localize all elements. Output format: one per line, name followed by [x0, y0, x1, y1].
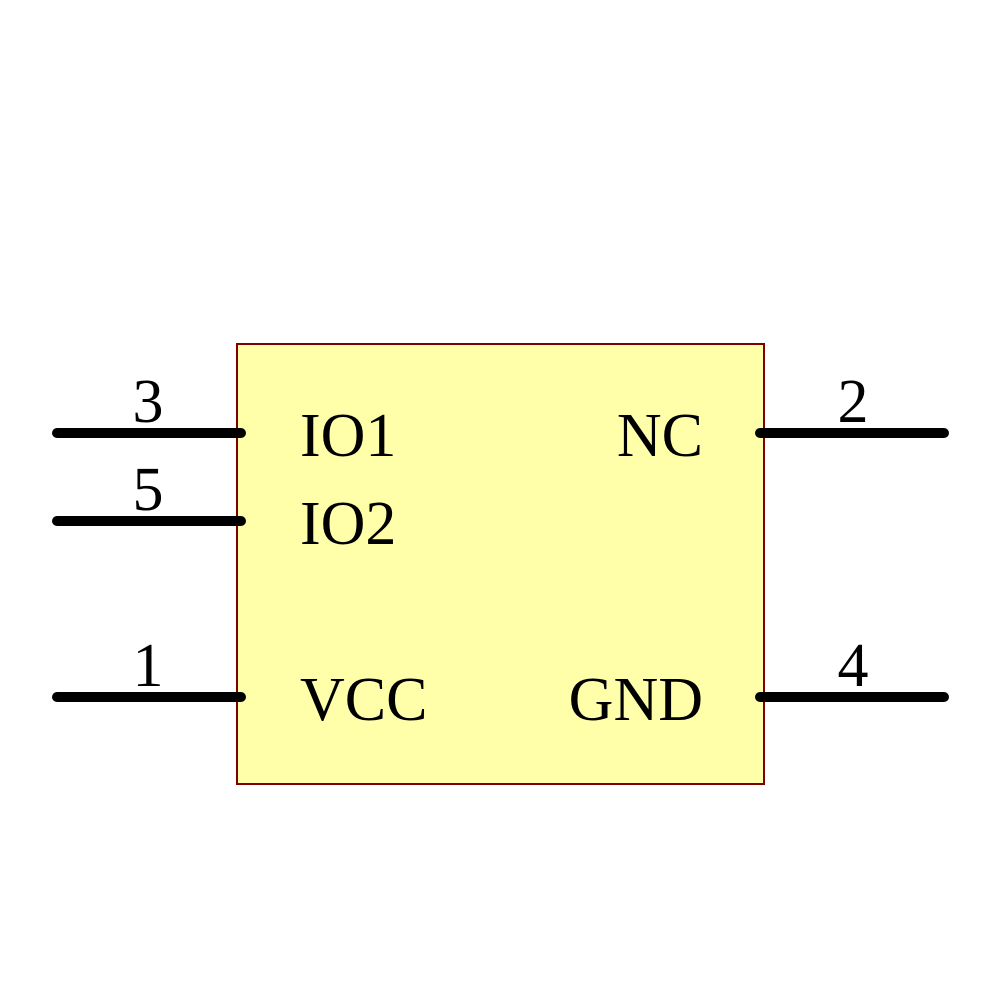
port-label-io1: IO1: [300, 402, 396, 470]
pin-number-2: 2: [838, 368, 869, 436]
port-label-gnd: GND: [569, 666, 703, 734]
component-body-rect[interactable]: [236, 343, 765, 785]
port-label-io2: IO2: [300, 490, 396, 558]
pin-group-4[interactable]: 4 GND: [569, 632, 949, 734]
pin-group-5[interactable]: 5 IO2: [52, 456, 396, 558]
pin-number-4: 4: [838, 632, 869, 700]
pin-group-3[interactable]: 3 IO1: [52, 368, 396, 470]
pin-number-1: 1: [133, 632, 164, 700]
port-label-nc: NC: [617, 402, 703, 470]
port-label-vcc: VCC: [300, 666, 427, 734]
pin-number-5: 5: [133, 456, 164, 524]
pin-number-3: 3: [133, 368, 164, 436]
pin-group-2[interactable]: 2 NC: [617, 368, 949, 470]
pin-group-1[interactable]: 1 VCC: [52, 632, 427, 734]
